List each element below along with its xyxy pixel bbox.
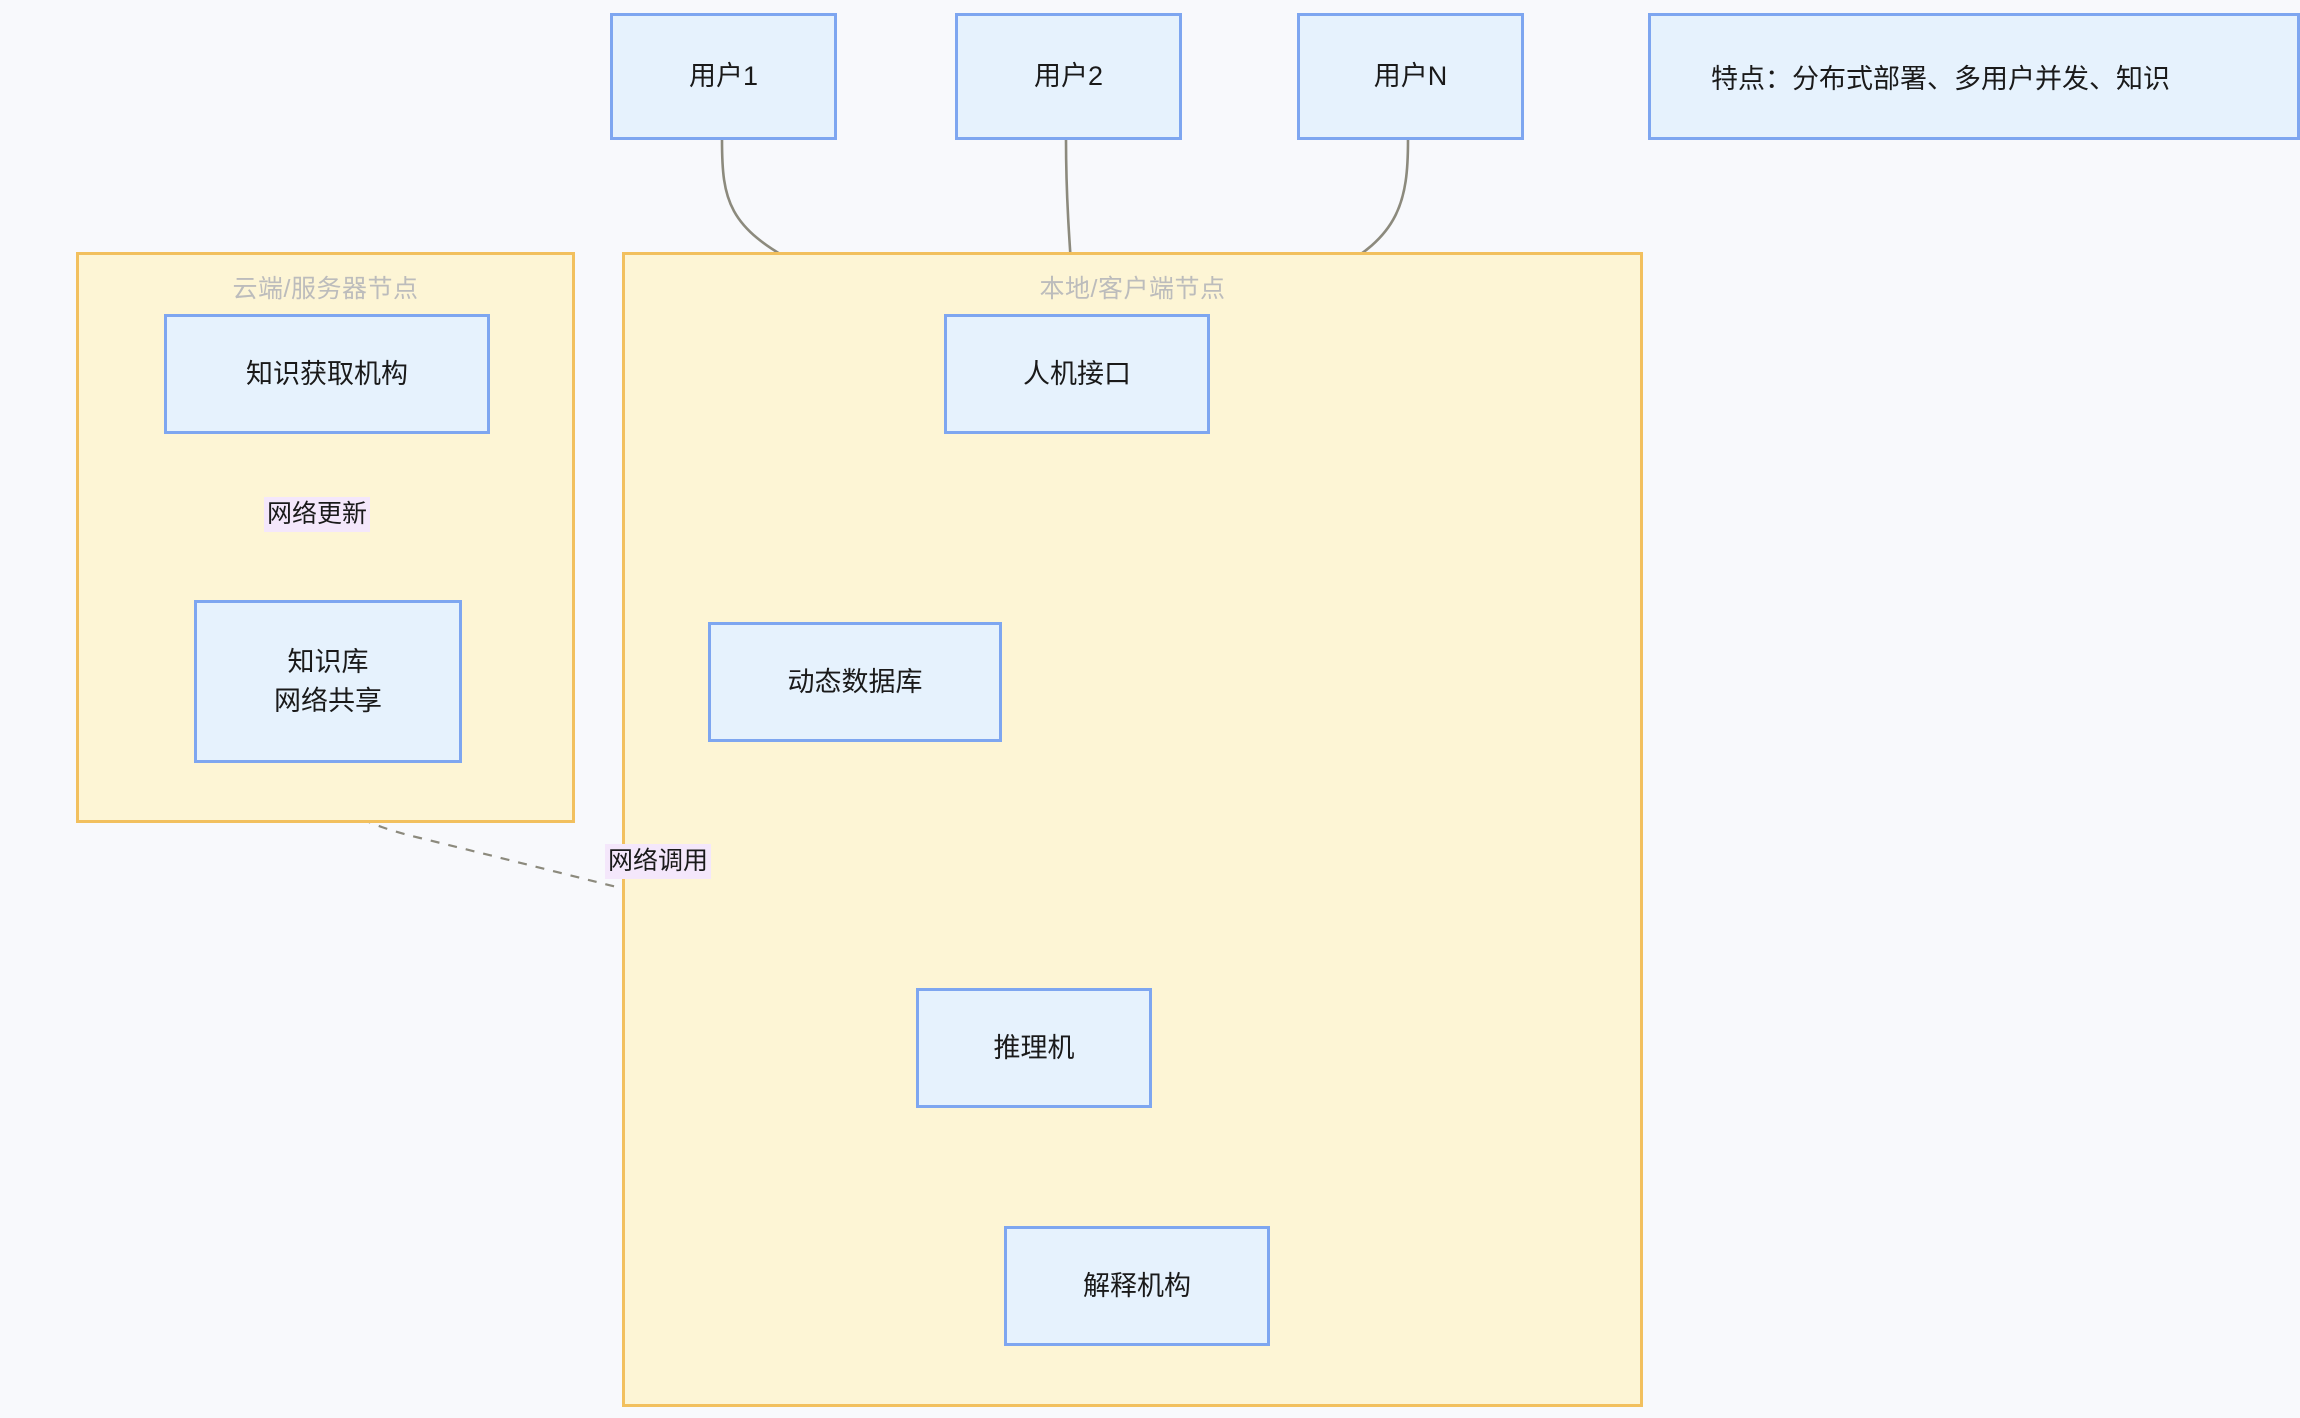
node-user1[interactable]: 用户1	[610, 13, 837, 140]
node-inference-engine[interactable]: 推理机	[916, 988, 1152, 1108]
node-user2[interactable]: 用户2	[955, 13, 1182, 140]
node-user1-label: 用户1	[688, 61, 759, 92]
node-explanation-module[interactable]: 解释机构	[1004, 1226, 1270, 1346]
node-dynamic-database-label: 动态数据库	[787, 666, 923, 697]
cluster-local: 本地/客户端节点	[622, 252, 1643, 1407]
node-knowledge-acquisition-label: 知识获取机构	[246, 358, 408, 389]
note-features-label: 特点：分布式部署、多用户并发、知识	[1711, 64, 2170, 94]
edge-label-network-update-text: 网络更新	[267, 500, 368, 528]
cluster-cloud-title: 云端/服务器节点	[232, 275, 419, 303]
node-knowledge-base-label: 知识库 网络共享	[274, 647, 382, 716]
note-features[interactable]: 特点：分布式部署、多用户并发、知识	[1648, 13, 2300, 140]
edge-label-network-update: 网络更新	[264, 497, 371, 533]
node-knowledge-acquisition[interactable]: 知识获取机构	[164, 314, 490, 434]
node-inference-engine-label: 推理机	[993, 1032, 1075, 1063]
node-dynamic-database[interactable]: 动态数据库	[708, 622, 1002, 742]
node-user2-label: 用户2	[1033, 61, 1104, 92]
node-human-machine-interface-label: 人机接口	[1023, 358, 1131, 389]
edge-label-network-call: 网络调用	[605, 844, 712, 880]
node-knowledge-base[interactable]: 知识库 网络共享	[194, 600, 462, 763]
node-human-machine-interface[interactable]: 人机接口	[944, 314, 1210, 434]
node-explanation-module-label: 解释机构	[1083, 1270, 1191, 1301]
edge-label-network-call-text: 网络调用	[608, 847, 709, 875]
node-userN[interactable]: 用户N	[1297, 13, 1524, 140]
node-userN-label: 用户N	[1373, 61, 1448, 92]
cluster-local-title: 本地/客户端节点	[1039, 275, 1226, 303]
